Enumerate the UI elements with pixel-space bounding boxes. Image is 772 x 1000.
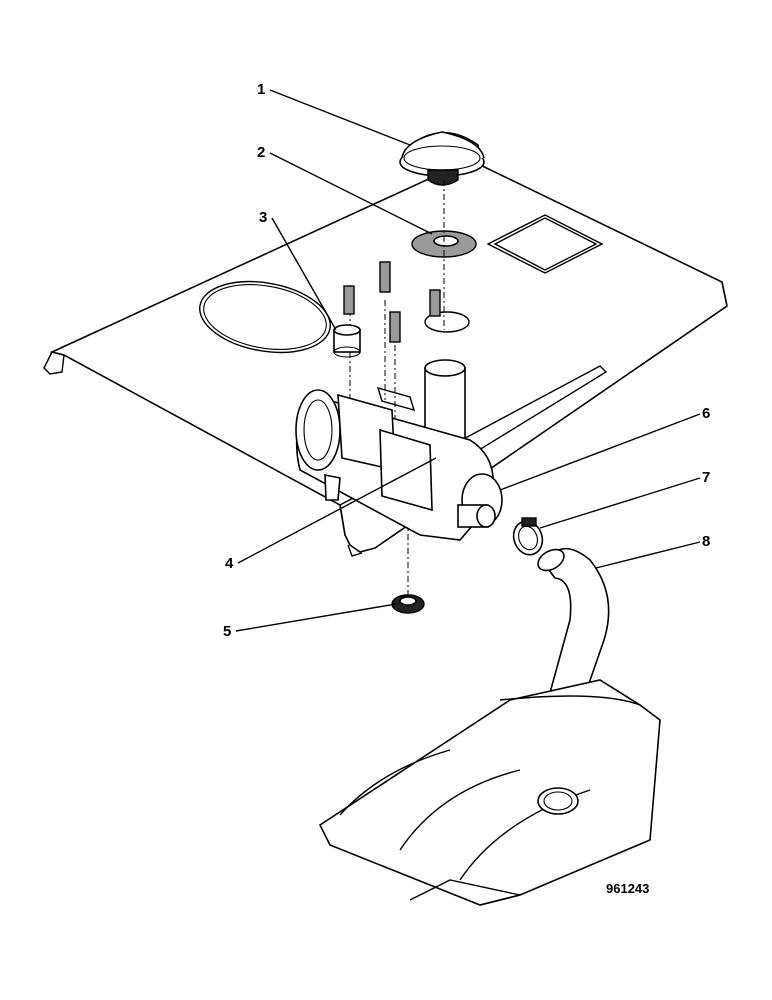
callout-4: 4: [225, 555, 234, 572]
drawing-number: 961243: [606, 881, 649, 896]
cover-panel: [43, 159, 728, 557]
callout-1: 1: [257, 81, 265, 98]
callout-8: 8: [702, 533, 710, 550]
part-1-breather-cap: [399, 131, 485, 186]
leader-lines: [235, 89, 701, 632]
part-5-grommet: [391, 594, 425, 614]
part-7-hose-clip: [512, 517, 544, 556]
engine-rocker-cover: [318, 679, 661, 906]
callout-6: 6: [702, 405, 710, 422]
part-2-seal-washer: [411, 230, 477, 258]
part-3-spacer: [333, 324, 361, 358]
air-cleaner-body: [295, 359, 503, 541]
callout-2: 2: [257, 144, 265, 161]
callout-labels: 1 2 3 4 5 6 7 8: [223, 81, 710, 640]
mounting-studs: [343, 261, 441, 343]
callout-5: 5: [223, 623, 231, 640]
callout-7: 7: [702, 469, 710, 486]
callout-3: 3: [259, 209, 267, 226]
